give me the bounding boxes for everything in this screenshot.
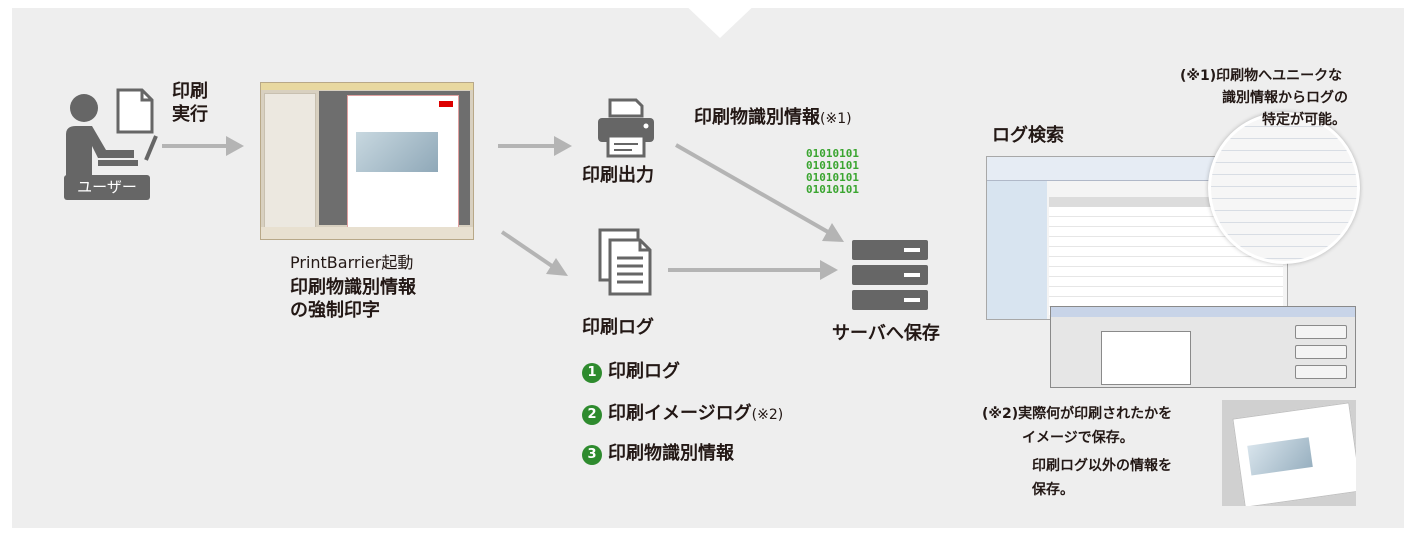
printbarrier-caption-3: の強制印字 [290,300,380,321]
log-search-title: ログ検索 [992,125,1064,146]
note1-line2: 識別情報からログの [1222,90,1348,106]
printer-icon [598,98,654,158]
note2-line2: イメージで保存。 [1022,430,1134,446]
note2-line3: 印刷ログ以外の情報を [1032,458,1172,474]
note1-line3: 特定が可能。 [1262,112,1346,128]
search-dialog-screenshot [1050,306,1356,388]
printbarrier-caption-1: PrintBarrier起動 [290,253,414,272]
binary-code: 01010101 01010101 01010101 01010101 [806,147,859,196]
user-badge: ユーザー [64,175,150,200]
note2-line1: (※2)実際何が印刷されたかを [982,406,1173,422]
note1-line1: (※1)印刷物へユニークな [1180,68,1343,84]
print-execute-label: 印刷 実行 [172,81,208,125]
print-output-label: 印刷出力 [582,165,654,186]
section-notch [680,0,760,38]
server-icon [852,240,928,310]
log-document-icon [598,228,652,296]
print-image-photo [1222,400,1356,506]
note2-line4: 保存。 [1032,482,1074,498]
server-save-label: サーバへ保存 [832,323,940,344]
magnifier-zoom [1208,112,1360,264]
printbarrier-caption-2: 印刷物識別情報 [290,277,416,298]
identifier-label: 印刷物識別情報(※1) [694,107,852,128]
printbarrier-screenshot [260,82,474,240]
print-log-label: 印刷ログ [582,317,654,338]
user-at-computer-icon [66,88,158,182]
printed-document-preview [347,95,459,233]
